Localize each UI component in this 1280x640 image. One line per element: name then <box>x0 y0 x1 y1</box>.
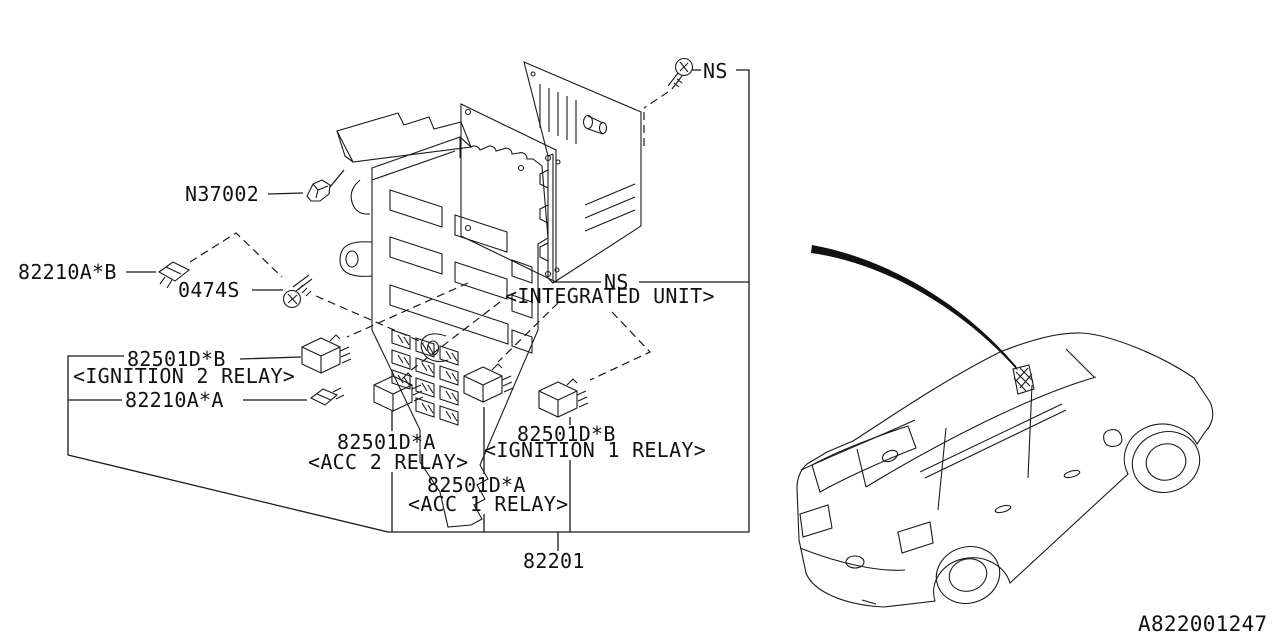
label-relay-acc2-number: 82501D*A <box>337 430 436 454</box>
relay-ignition2-icon <box>301 334 352 374</box>
label-relay-acc1-name: <ACC 1 RELAY> <box>408 492 568 516</box>
relay-acc1-icon <box>463 363 514 403</box>
screw-ns-icon <box>667 57 694 90</box>
bracket-lines <box>67 69 750 551</box>
label-ns-top: NS <box>703 59 728 83</box>
screw-0474s-icon <box>282 274 313 309</box>
relay-ignition1-icon <box>538 378 589 418</box>
label-relay-acc2-name: <ACC 2 RELAY> <box>308 450 468 474</box>
label-integrated-unit: <INTEGRATED UNIT> <box>505 284 715 308</box>
label-relay-ign1-name: <IGNITION 1 RELAY> <box>484 438 706 462</box>
relay-acc2-icon <box>373 372 424 412</box>
label-fuse-box-number: 82201 <box>523 549 585 573</box>
integrated-unit-drawing <box>523 61 642 284</box>
label-relay-acc1-number: 82501D*A <box>427 473 526 497</box>
leader-curve <box>811 245 1018 371</box>
label-clip-number: N37002 <box>185 182 259 206</box>
clip-icon <box>306 179 331 202</box>
fuse-b-icon <box>157 261 191 289</box>
fuse-a-icon <box>309 387 345 406</box>
label-screw-number: 0474S <box>178 278 240 302</box>
label-relay-ign2-name: <IGNITION 2 RELAY> <box>73 364 295 388</box>
fuse-strip <box>391 329 459 426</box>
dashed-leader-lines <box>189 91 669 381</box>
label-relay-ign1-number: 82501D*B <box>517 422 616 446</box>
car-drawing <box>796 332 1214 608</box>
fuse-box-drawing <box>336 112 549 528</box>
label-ns-side: NS <box>604 270 629 294</box>
drawing-code: A822001247 <box>1138 612 1267 636</box>
label-relay-ign2-number: 82501D*B <box>127 347 226 371</box>
label-fuse-a-number: 82210A*A <box>125 388 224 412</box>
location-connector-icon <box>1012 364 1035 395</box>
label-fuse-b-number: 82210A*B <box>18 260 117 284</box>
